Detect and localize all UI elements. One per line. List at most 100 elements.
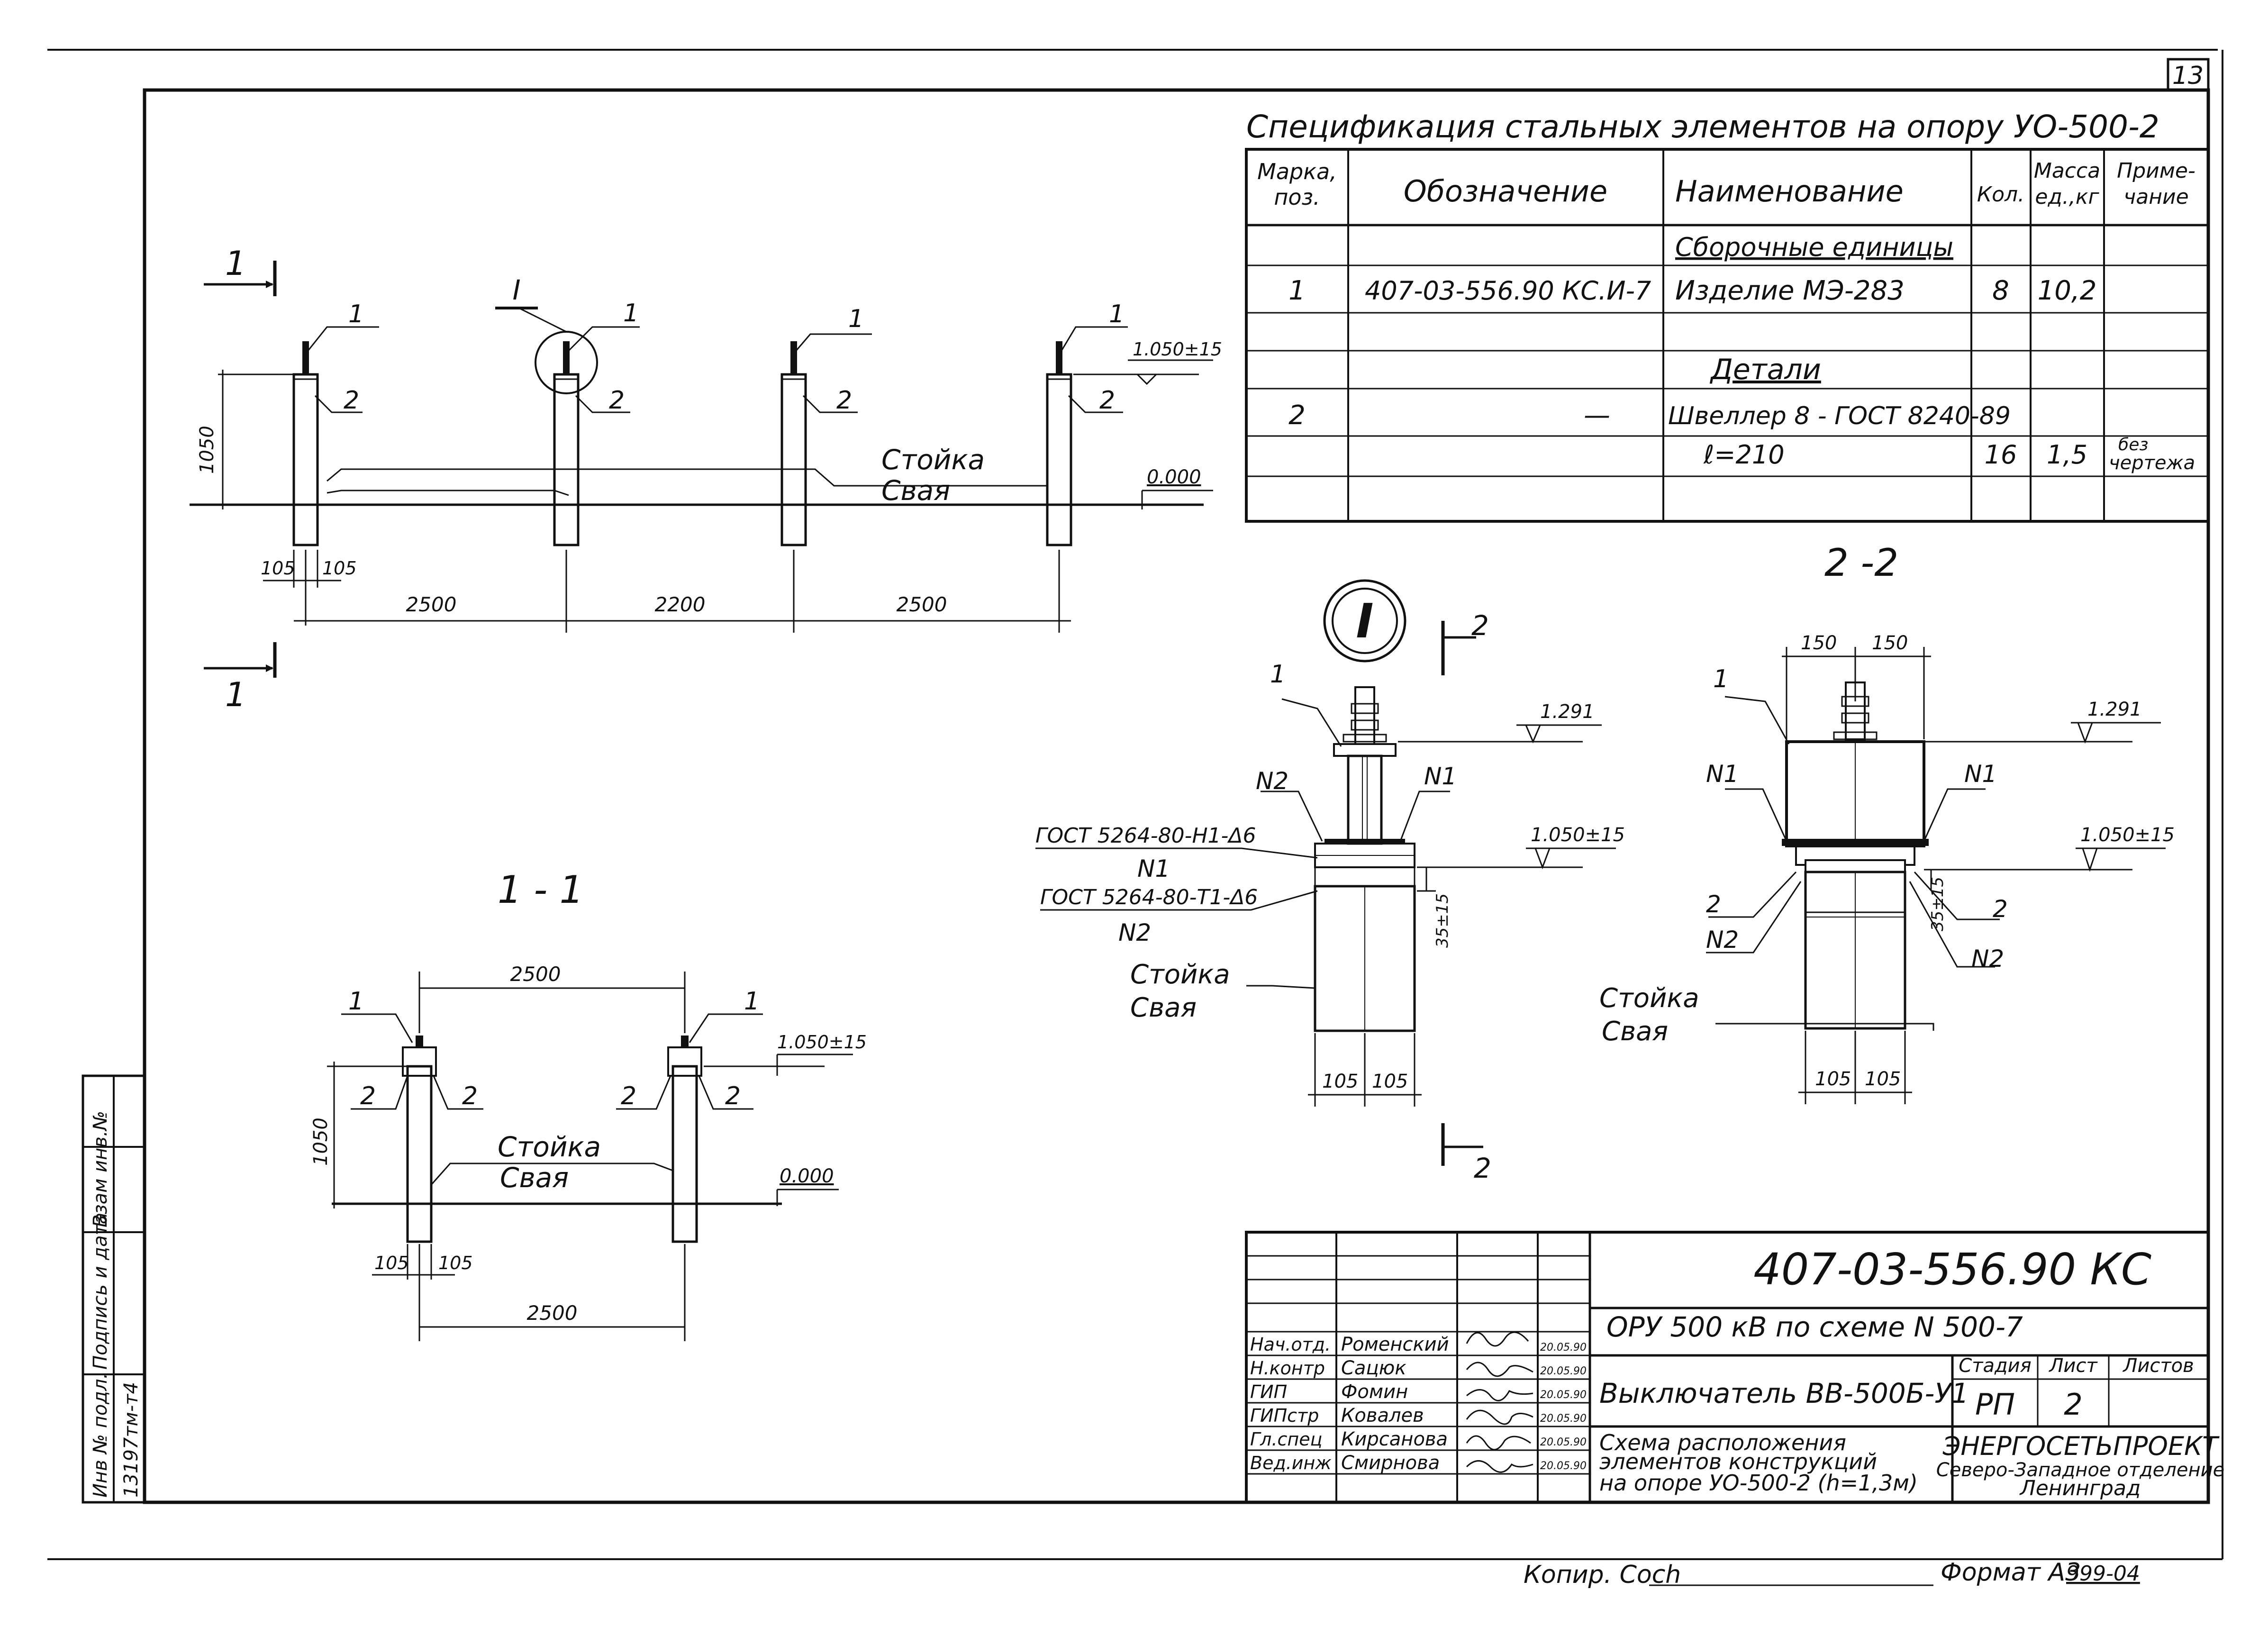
svg-text:1: 1	[1109, 300, 1125, 328]
title-people: Нач.отд. Роменский 20.05.90 Н.контр Сацю…	[1250, 1334, 1587, 1474]
section-1-1-post-right	[667, 1036, 702, 1243]
svg-text:2: 2	[1993, 895, 2008, 923]
spec-row-3-name: Детали	[1709, 353, 1821, 386]
inner-frame	[143, 88, 2210, 1504]
svg-text:2: 2	[609, 386, 625, 415]
spec-row-1-mark: 1	[1288, 275, 1306, 306]
section-1-1-height: 1050	[310, 1117, 332, 1166]
footer-format: Формат А3	[1941, 1558, 2081, 1587]
svg-text:Кирсанова: Кирсанова	[1341, 1428, 1448, 1450]
side-label-sign: Подпись и дата	[90, 1213, 111, 1370]
side-stamp: Инв № подл. Подпись и дата Взам инв.№ 13…	[82, 1074, 146, 1504]
elev-cut-bottom: 1	[225, 675, 246, 714]
detail-I-badge	[1323, 579, 1406, 663]
elev-span-1: 2500	[406, 593, 457, 616]
svg-text:20.05.90: 20.05.90	[1540, 1460, 1587, 1472]
svg-text:20.05.90: 20.05.90	[1540, 1436, 1587, 1448]
side-label-replace: Взам инв.№	[90, 1111, 111, 1227]
hdr-name: Наименование	[1675, 174, 1904, 209]
spec-row-5-qty: 16	[1985, 440, 2017, 470]
detail-mark-elev: I	[512, 274, 520, 306]
svg-text:Роменский: Роменский	[1341, 1334, 1449, 1355]
elevation-view: 1 1 I	[190, 244, 1222, 714]
hdr-mark-1: Марка,	[1257, 159, 1337, 184]
svg-text:20.05.90: 20.05.90	[1540, 1342, 1587, 1353]
section-2-2-width-left: 105	[1815, 1068, 1851, 1090]
spec-title: Спецификация стальных элементов на опору…	[1246, 109, 2159, 145]
title-object: Выключатель ВВ-500Б-У1	[1599, 1377, 1969, 1409]
elevation-post-1	[292, 341, 319, 546]
title-sheets-label: Листов	[2122, 1355, 2194, 1377]
section-2-2-level-mid: 1.050±15	[2080, 824, 2175, 846]
elev-cut-top: 1	[225, 244, 246, 283]
hdr-designation: Обозначение	[1404, 174, 1607, 209]
elev-height: 1050	[196, 426, 218, 474]
section-1-1-post-left	[402, 1036, 437, 1243]
section-2-2-dim-35: 35±15	[1928, 877, 1947, 931]
title-org-1: ЭНЕРГОСЕТЬПРОЕКТ	[1942, 1431, 2220, 1461]
svg-text:Ковалев: Ковалев	[1341, 1405, 1424, 1426]
footer-copied: Копир. Сосh	[1524, 1561, 1681, 1589]
detail-I-dim-35: 35±15	[1433, 893, 1452, 948]
svg-text:N1: N1	[1706, 760, 1739, 788]
svg-text:2: 2	[836, 386, 852, 415]
section-1-1-level-zero: 0.000	[780, 1165, 834, 1187]
page-number: 13	[2172, 62, 2204, 90]
svg-text:2: 2	[344, 386, 359, 415]
section-1-1-dim-top: 2500	[510, 963, 561, 986]
detail-I-width-right: 105	[1372, 1071, 1408, 1092]
hdr-note-1: Приме-	[2117, 159, 2195, 183]
title-stage-label: Стадия	[1959, 1355, 2031, 1377]
section-1-1-dim-bottom: 2500	[527, 1301, 578, 1325]
section-2-2-level-top: 1.291	[2087, 699, 2142, 720]
spec-row-5-note-2: чертежа	[2109, 452, 2195, 474]
svg-text:N2: N2	[1971, 945, 2004, 972]
detail-I-cut-top: 2	[1471, 609, 1489, 642]
svg-text:N1: N1	[1424, 763, 1457, 790]
detail-I-label-post: Стойка	[1130, 959, 1230, 990]
svg-text:20.05.90: 20.05.90	[1540, 1365, 1587, 1377]
title-project: ОРУ 500 кВ по схеме N 500-7	[1606, 1311, 2023, 1343]
svg-text:N2: N2	[1706, 926, 1739, 954]
spec-row-5-name: ℓ=210	[1703, 440, 1785, 470]
elev-width-right: 105	[322, 558, 357, 579]
svg-text:N1: N1	[1964, 760, 1997, 788]
signatures	[1466, 1331, 1533, 1473]
detail-I-mark: I	[1356, 593, 1373, 649]
detail-I-level-top: 1.291	[1540, 701, 1595, 723]
elev-span-3: 2500	[897, 593, 947, 616]
section-1-1-label-pile: Свая	[500, 1162, 569, 1194]
svg-text:Фомин: Фомин	[1341, 1381, 1408, 1403]
svg-text:20.05.90: 20.05.90	[1540, 1413, 1587, 1425]
section-1-1-title: 1 - 1	[498, 868, 584, 912]
elevation-post-2	[553, 341, 580, 546]
svg-text:1: 1	[348, 300, 364, 328]
hdr-mass-2: ед.,кг	[2035, 185, 2099, 209]
spec-row-1-designation: 407-03-556.90 КС.И-7	[1365, 276, 1651, 306]
section-2-2-label-post: Стойка	[1599, 983, 1699, 1014]
spec-row-4-mark: 2	[1288, 400, 1306, 431]
title-block: 407-03-556.90 КС ОРУ 500 кВ по схеме N 5…	[1245, 1231, 2224, 1504]
section-2-2-dim-left: 150	[1801, 632, 1837, 654]
spec-row-5-note-1: без	[2118, 435, 2149, 454]
svg-text:ГИПстр: ГИПстр	[1250, 1405, 1319, 1426]
svg-text:1: 1	[348, 987, 364, 1016]
title-sheet-line-1: Схема расположения	[1599, 1430, 1846, 1455]
svg-text:2: 2	[725, 1082, 741, 1110]
svg-text:20.05.90: 20.05.90	[1540, 1389, 1587, 1401]
section-2-2-title: 2 -2	[1824, 541, 1898, 585]
svg-text:2: 2	[621, 1082, 636, 1110]
hdr-mark-2: поз.	[1274, 184, 1320, 210]
svg-text:Сацюк: Сацюк	[1341, 1357, 1406, 1379]
svg-text:ГИП: ГИП	[1250, 1381, 1287, 1402]
svg-text:N1: N1	[1137, 855, 1170, 882]
elev-level-top: 1.050±15	[1133, 339, 1222, 360]
spec-table: Спецификация стальных элементов на опору…	[1245, 109, 2210, 523]
title-code: 407-03-556.90 КС	[1753, 1244, 2151, 1295]
section-1-1-width-right: 105	[438, 1253, 473, 1273]
section-2-2-label-pile: Свая	[1602, 1016, 1668, 1047]
spec-row-1-name: Изделие МЭ-283	[1675, 275, 1905, 306]
elev-width-left: 105	[261, 558, 295, 579]
